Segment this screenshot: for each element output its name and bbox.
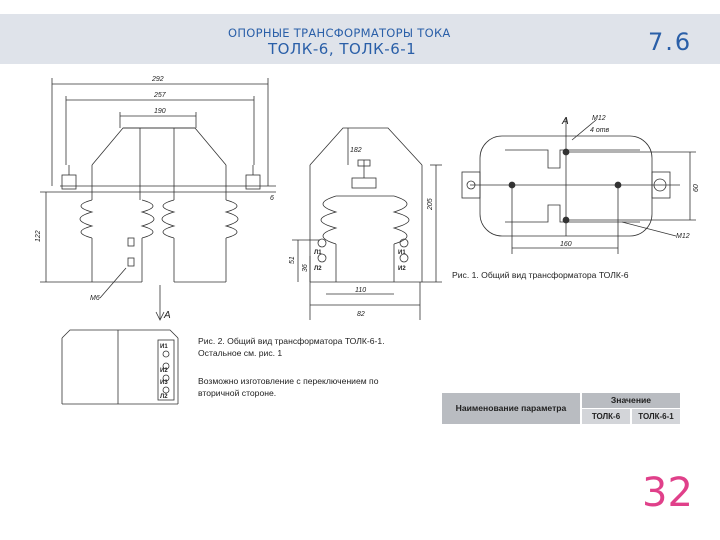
view-a-label-1: А [163, 310, 171, 321]
terminal-l2: Л2 [314, 266, 322, 272]
dim-36: 36 [302, 264, 309, 272]
dim-holes: 4 отв [590, 127, 610, 134]
value-col-tolk6: ТОЛК-6 [582, 409, 630, 424]
dim-122: 122 [35, 230, 42, 242]
terminal-l1: Л1 [314, 250, 322, 256]
dim-60: 60 [693, 184, 700, 192]
dim-292: 292 [151, 76, 164, 83]
fig2-view [61, 329, 179, 405]
dim-m12-bottom: М12 [676, 233, 690, 240]
section-number: 7.6 [648, 28, 693, 56]
fig2-terminal-i3: И3 [160, 380, 168, 386]
value-header: Значение [582, 393, 680, 408]
dim-182: 182 [350, 147, 362, 154]
dim-m12-top: М12 [592, 115, 606, 122]
header-title: ОПОРНЫЕ ТРАНСФОРМАТОРЫ ТОКА [228, 26, 451, 40]
page-number: 32 [642, 470, 693, 516]
dim-190: 190 [154, 108, 166, 115]
front-view [40, 78, 276, 321]
side-view [292, 127, 442, 320]
dim-51: 51 [289, 256, 296, 264]
dim-110: 110 [355, 287, 366, 294]
fig1-caption: Рис. 1. Общий вид трансформатора ТОЛК-6 [452, 270, 629, 280]
dim-6: 6 [270, 195, 274, 202]
fig2-terminal-i2: И2 [160, 368, 168, 374]
dim-m6: М6 [90, 295, 100, 302]
fig2-caption-line4: вторичной стороне. [198, 388, 277, 398]
fig2-caption-line3: Возможно изготовление с переключением по [198, 376, 379, 386]
fig2-caption-line2: Остальное см. рис. 1 [198, 348, 283, 358]
view-a-label-2: А [561, 116, 569, 127]
plan-view [461, 118, 696, 254]
header-subtitle: ТОЛК-6, ТОЛК-6-1 [268, 40, 417, 58]
parameter-table: Наименование параметра Значение ТОЛК-6 Т… [442, 393, 680, 424]
terminal-i1: И1 [398, 250, 406, 256]
param-name-header: Наименование параметра [442, 393, 580, 424]
dim-257: 257 [153, 92, 167, 99]
header-bar: ОПОРНЫЕ ТРАНСФОРМАТОРЫ ТОКА ТОЛК-6, ТОЛК… [0, 14, 720, 64]
fig2-terminal-l2: Л2 [160, 394, 168, 400]
value-col-tolk6-1: ТОЛК-6-1 [632, 409, 680, 424]
fig2-caption-line1: Рис. 2. Общий вид трансформатора ТОЛК-6-… [198, 336, 385, 346]
terminal-i2: И2 [398, 266, 406, 272]
fig2-terminal-i1: И1 [160, 344, 168, 350]
dim-205: 205 [427, 198, 434, 211]
dim-82: 82 [357, 311, 365, 318]
dim-160: 160 [560, 241, 572, 248]
